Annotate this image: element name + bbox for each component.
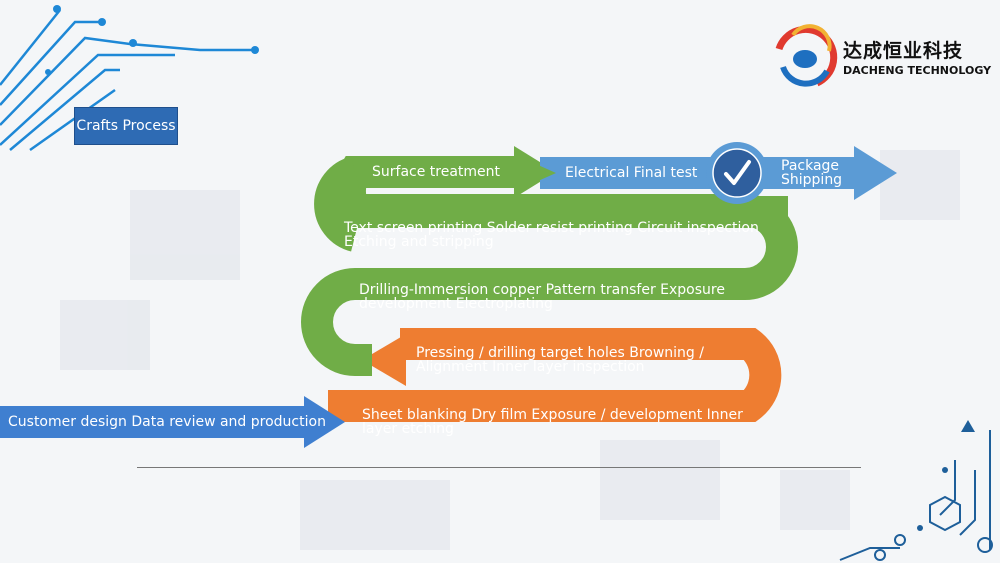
step-row2-line1: Pressing / drilling target holes Brownin… bbox=[416, 345, 704, 361]
step-row3-line2: development Electroplating bbox=[359, 296, 553, 312]
step-row2-line2: Alignment Inner layer inspection bbox=[416, 359, 645, 375]
logo-icon bbox=[775, 24, 838, 87]
step-row3-line1: Drilling-Immersion copper Pattern transf… bbox=[359, 282, 725, 298]
start-arrowhead bbox=[304, 396, 345, 448]
orange-band bbox=[328, 328, 782, 422]
brand-name-en: DACHENG TECHNOLOGY bbox=[843, 64, 992, 77]
step-electrical-test: Electrical Final test bbox=[565, 165, 698, 181]
step-row1-line2: layer etching bbox=[362, 421, 454, 437]
step-row4-line1: Text screen printing Solder resist print… bbox=[344, 220, 759, 236]
step-customer-design: Customer design Data review and producti… bbox=[8, 414, 326, 430]
check-circle bbox=[712, 148, 762, 198]
divider-line bbox=[137, 467, 861, 468]
step-row1-line1: Sheet blanking Dry film Exposure / devel… bbox=[362, 407, 743, 423]
check-icon bbox=[724, 160, 751, 185]
brand-name-cn: 达成恒业科技 bbox=[843, 40, 964, 62]
section-title: Crafts Process bbox=[74, 107, 178, 145]
step-surface-treatment: Surface treatment bbox=[372, 164, 501, 180]
orange-arrowhead bbox=[362, 334, 406, 386]
blue-band bbox=[540, 157, 860, 189]
step-package-line1: Package bbox=[781, 158, 840, 174]
step-row4-line2: Etching and stripping bbox=[344, 234, 494, 250]
blue-arrowhead bbox=[854, 146, 897, 200]
start-band bbox=[0, 406, 310, 438]
step-package-line2: Shipping bbox=[781, 172, 843, 188]
